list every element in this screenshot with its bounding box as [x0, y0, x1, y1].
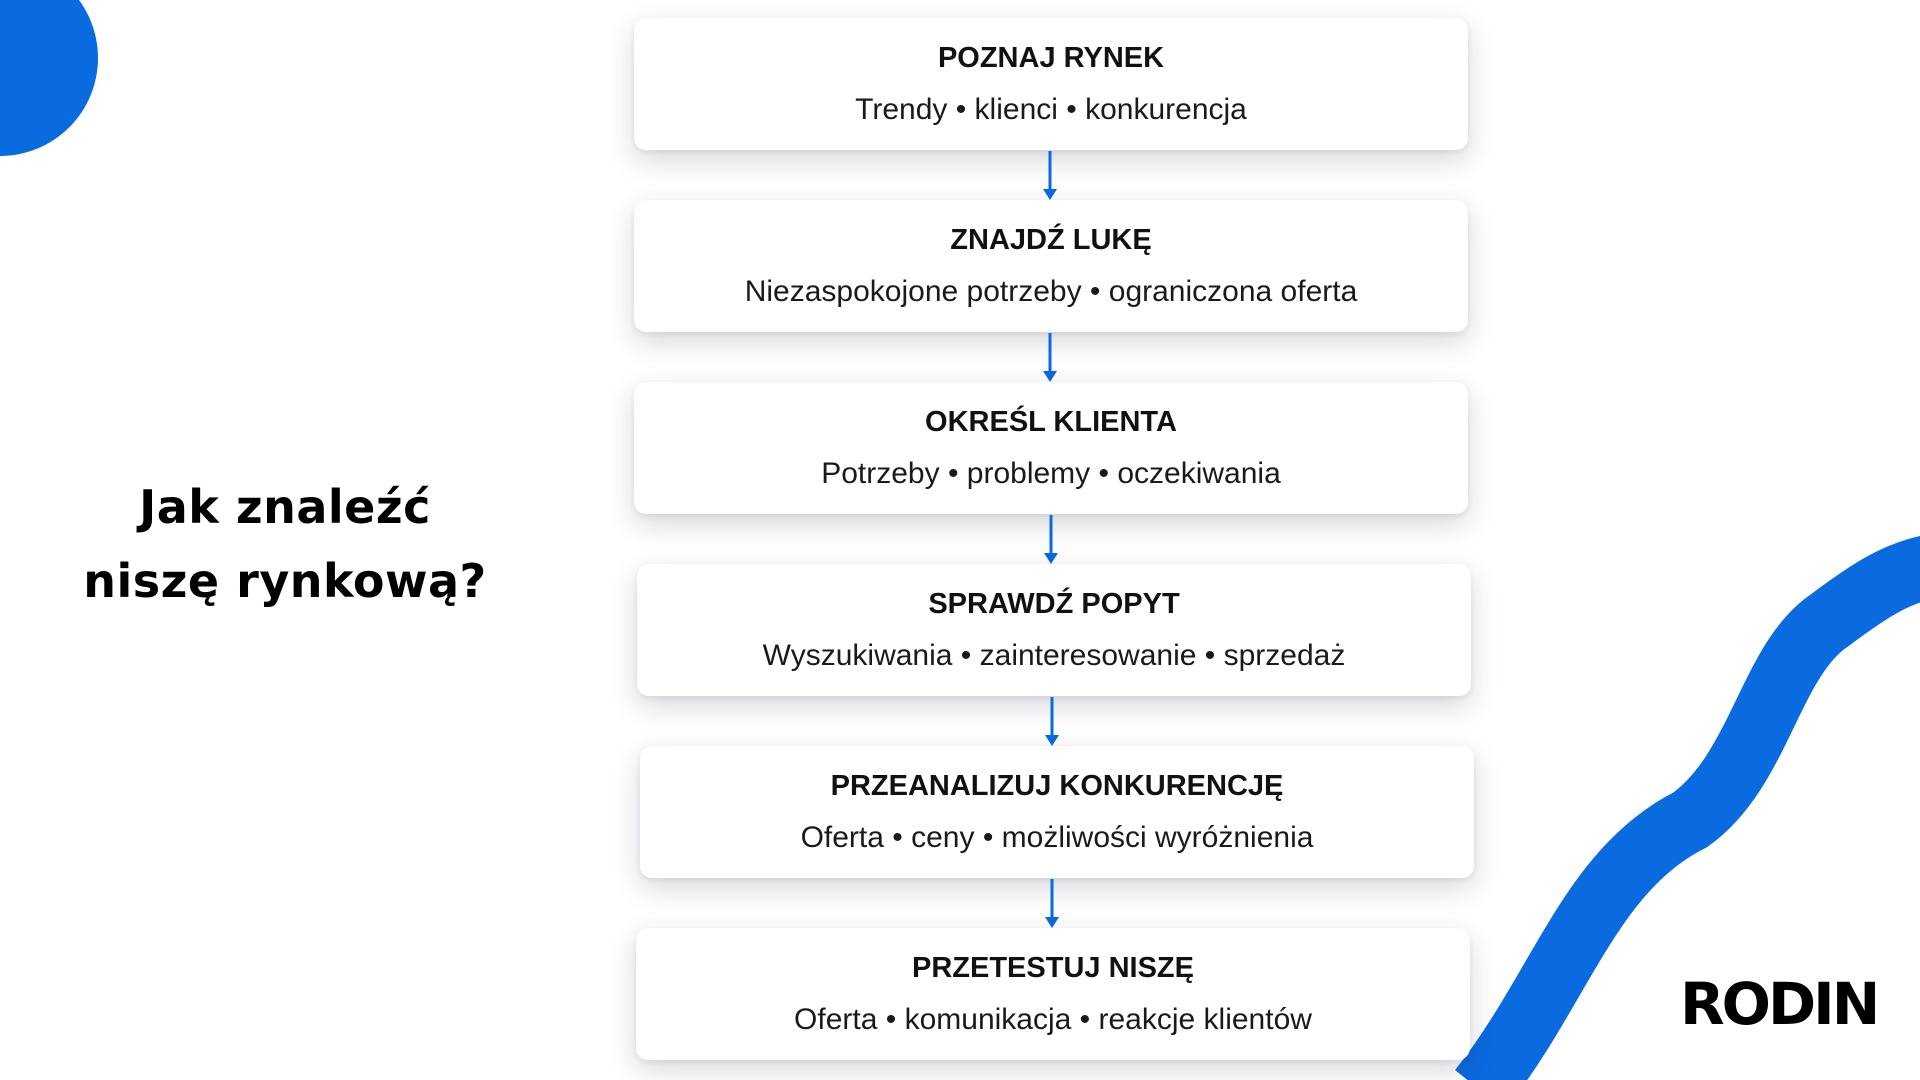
step-title: PRZEANALIZUJ KONKURENCJĘ — [830, 770, 1284, 802]
step-title: OKREŚL KLIENTA — [925, 406, 1177, 438]
step-card-6: PRZETESTUJ NISZĘ Oferta • komunikacja • … — [636, 928, 1470, 1060]
step-description: Trendy • klienci • konkurencja — [855, 93, 1247, 126]
step-title: SPRAWDŹ POPYT — [928, 588, 1180, 620]
step-title: PRZETESTUJ NISZĘ — [912, 952, 1194, 984]
step-card-1: POZNAJ RYNEK Trendy • klienci • konkuren… — [634, 18, 1468, 150]
top-left-blue-circle — [0, 0, 98, 156]
page-title-line-1: Jak znaleźć — [139, 480, 431, 534]
step-description: Potrzeby • problemy • oczekiwania — [821, 457, 1281, 490]
step-description: Wyszukiwania • zainteresowanie • sprzeda… — [762, 639, 1346, 672]
step-description: Niezaspokojone potrzeby • ograniczona of… — [744, 275, 1358, 308]
step-card-3: OKREŚL KLIENTA Potrzeby • problemy • ocz… — [634, 382, 1468, 514]
arrow-down-icon — [1043, 151, 1057, 200]
arrow-down-icon — [1043, 333, 1057, 382]
step-card-4: SPRAWDŹ POPYT Wyszukiwania • zainteresow… — [637, 564, 1471, 696]
arrow-down-icon — [1045, 697, 1059, 746]
arrow-down-icon — [1044, 515, 1058, 564]
arrow-down-icon — [1045, 879, 1059, 928]
page-title-line-2: niszę rynkową? — [83, 554, 487, 608]
step-description: Oferta • komunikacja • reakcje klientów — [794, 1003, 1312, 1036]
page-title: Jak znaleźć niszę rynkową? — [60, 470, 510, 618]
step-description: Oferta • ceny • możliwości wyróżnienia — [800, 821, 1314, 854]
step-card-2: ZNAJDŹ LUKĘ Niezaspokojone potrzeby • og… — [634, 200, 1468, 332]
step-title: ZNAJDŹ LUKĘ — [950, 224, 1152, 256]
brand-logo: RODIN — [1680, 970, 1880, 1038]
step-title: POZNAJ RYNEK — [937, 42, 1165, 74]
step-card-5: PRZEANALIZUJ KONKURENCJĘ Oferta • ceny •… — [640, 746, 1474, 878]
